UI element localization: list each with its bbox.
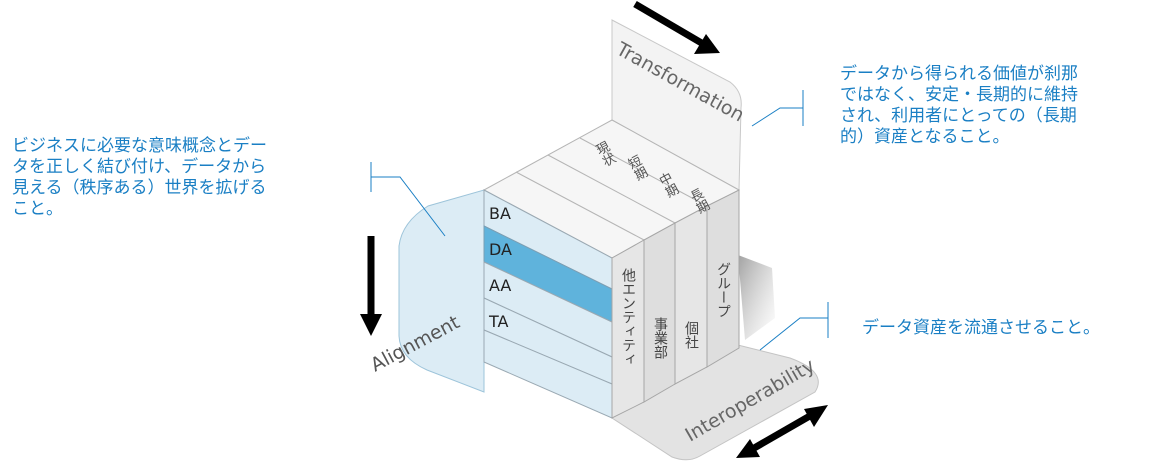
transformation-arrow-icon <box>633 0 720 54</box>
layer-label-ba: BA <box>489 204 511 223</box>
interoperability-arrow-icon <box>736 405 828 458</box>
alignment-arrow-icon <box>360 236 382 336</box>
scope-label-other: 他エンティティ <box>620 268 636 366</box>
alignment-panel <box>398 189 485 393</box>
transformation-callout: データから得られる価値が刹那 ではなく、安定・長期的に維持 され、利用者にとって… <box>840 64 1078 147</box>
layer-label-da: DA <box>489 240 512 259</box>
scope-label-division: 事業部 <box>652 317 668 359</box>
scope-label-company: 個社 <box>683 321 699 349</box>
interoperability-leader-line-2 <box>759 317 828 351</box>
time-horizon-dividers <box>515 137 708 241</box>
interoperability-panel <box>611 344 819 461</box>
layer-label-ta: TA <box>488 312 509 331</box>
scope-col-division <box>643 222 676 403</box>
alignment-callout: ビジネスに必要な意味概念とデー タを正しく結び付け、データから 見える（秩序ある… <box>12 136 267 219</box>
alignment-leader-line-2 <box>371 176 446 237</box>
scope-columns <box>611 189 740 419</box>
transformation-panel <box>611 19 742 191</box>
layer-label-aa: AA <box>489 276 511 295</box>
interoperability-callout: データ資産を流通させること。 <box>862 318 1100 338</box>
scope-label-group: グループ <box>715 262 731 318</box>
cube-shadow <box>738 255 775 340</box>
scope-col-group <box>706 189 740 368</box>
transformation-leader-line-2 <box>751 107 803 127</box>
scope-col-company <box>674 205 708 385</box>
